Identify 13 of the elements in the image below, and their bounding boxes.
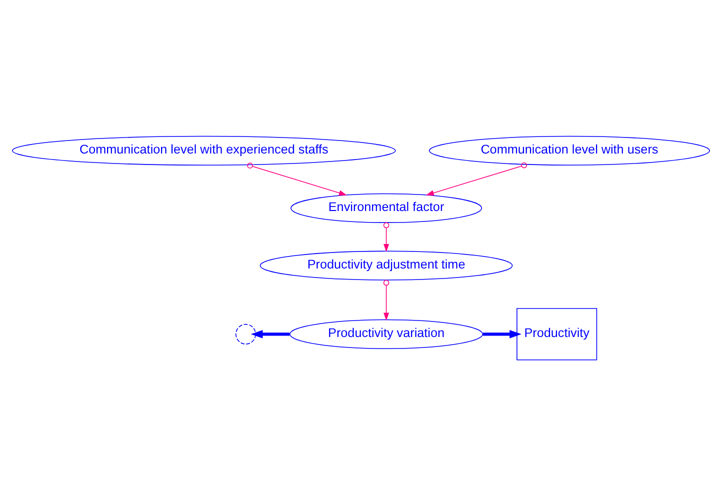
arrow [426, 162, 528, 196]
node-ellipse: Communication level with experienced staffs [12, 136, 396, 166]
node-ellipse: Communication level with users [428, 136, 710, 166]
node-ellipse: Environmental factor [290, 193, 482, 223]
arrow [247, 162, 347, 196]
arrow [383, 222, 390, 252]
node-ellipse: Productivity variation [289, 319, 484, 349]
node-cloud [235, 324, 256, 344]
arrow [383, 280, 390, 321]
node-box: Productivity [516, 308, 598, 360]
arrow [250, 330, 290, 338]
node-ellipse: Productivity adjustment time [260, 250, 513, 280]
arrow [482, 330, 522, 338]
